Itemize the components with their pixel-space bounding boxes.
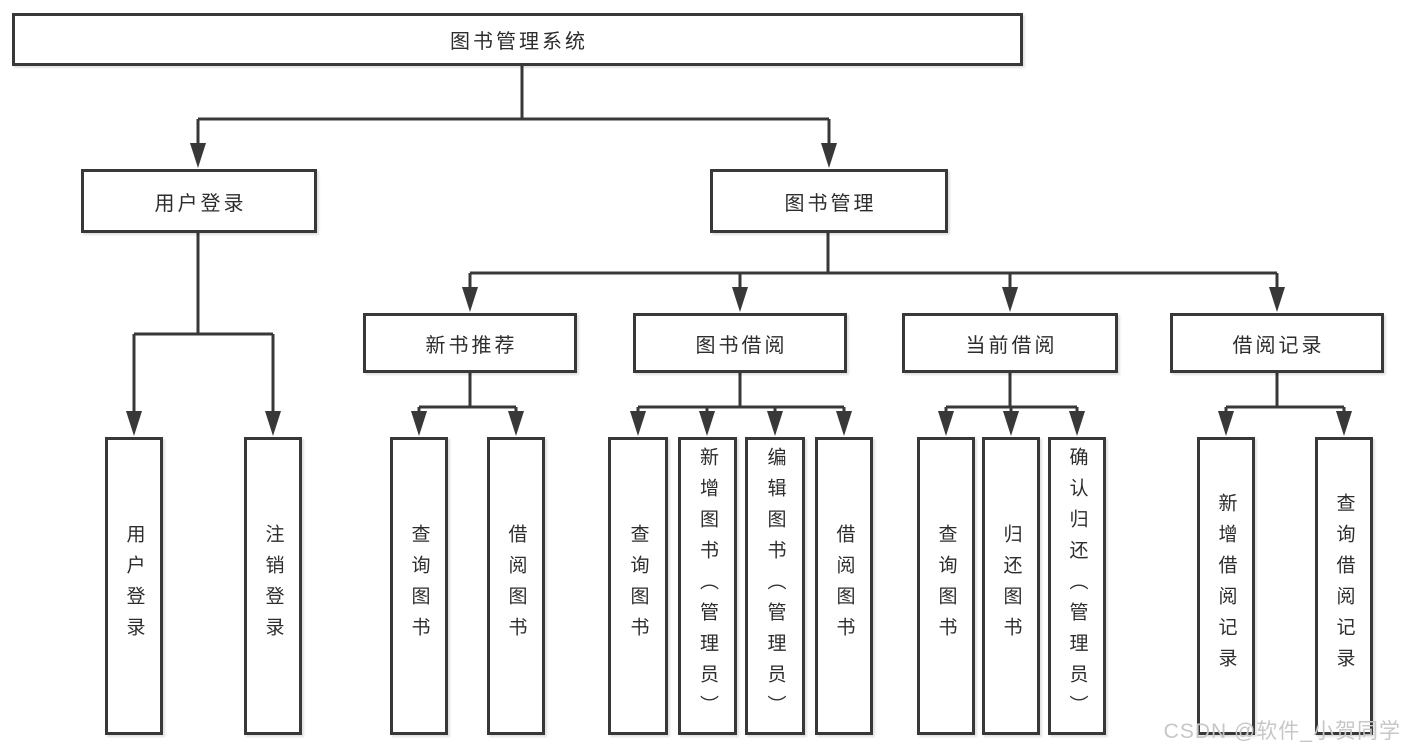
leaf-query-book-2: 查询图书 <box>608 437 668 735</box>
node-borrow-records: 借阅记录 <box>1170 313 1384 373</box>
node-current-borrow-label: 当前借阅 <box>965 334 1058 357</box>
arrowhead-leaf-query-record <box>1336 411 1352 436</box>
leaf-edit-book-admin-label: 编辑图书（管理员） <box>764 446 786 726</box>
leaf-query-book-3-label: 查询图书 <box>935 524 957 648</box>
arrowhead-leaf-query-book-1 <box>411 411 427 436</box>
leaf-add-book-admin: 新增图书（管理员） <box>678 437 737 735</box>
arrowhead-user-login <box>190 143 206 168</box>
arrowhead-leaf-confirm-return <box>1069 411 1085 436</box>
node-book-borrow-label: 图书借阅 <box>695 334 788 357</box>
leaf-user-login-label: 用户登录 <box>123 524 145 648</box>
leaf-add-book-admin-label: 新增图书（管理员） <box>697 446 718 726</box>
arrowhead-borrow-records <box>1269 287 1285 312</box>
leaf-confirm-return-admin-label: 确认归还（管理员） <box>1066 446 1088 726</box>
leaf-query-borrow-record-label: 查询借阅记录 <box>1333 493 1355 679</box>
arrowhead-leaf-edit-book <box>767 411 783 436</box>
node-new-book-recommend-label: 新书推荐 <box>425 334 518 357</box>
csdn-watermark: CSDN @软件_小贺同学 <box>1163 720 1401 743</box>
leaf-query-borrow-record: 查询借阅记录 <box>1315 437 1373 735</box>
arrowhead-leaf-add-record <box>1218 411 1234 436</box>
arrowhead-leaf-return-book <box>1003 411 1019 436</box>
node-current-borrow: 当前借阅 <box>902 313 1118 373</box>
node-borrow-records-label: 借阅记录 <box>1232 334 1325 357</box>
arrowhead-leaf-query-book-3 <box>938 411 954 436</box>
arrowhead-book-management <box>821 143 837 168</box>
leaf-add-borrow-record: 新增借阅记录 <box>1197 437 1255 735</box>
leaf-query-book-1: 查询图书 <box>390 437 448 735</box>
leaf-logout-label: 注销登录 <box>262 524 284 648</box>
arrowhead-new-book-recommend <box>462 287 478 312</box>
node-new-book-recommend: 新书推荐 <box>363 313 577 373</box>
leaf-confirm-return-admin: 确认归还（管理员） <box>1048 437 1106 735</box>
leaf-query-book-3: 查询图书 <box>917 437 975 735</box>
node-book-management: 图书管理 <box>710 169 948 233</box>
node-book-management-label: 图书管理 <box>784 192 877 215</box>
arrowhead-leaf-query-book-2 <box>630 411 646 436</box>
node-book-borrow: 图书借阅 <box>633 313 847 373</box>
node-user-login: 用户登录 <box>81 169 317 233</box>
arrowhead-leaf-logout <box>265 411 281 436</box>
leaf-add-borrow-record-label: 新增借阅记录 <box>1215 493 1237 679</box>
leaf-borrow-book-2-label: 借阅图书 <box>833 524 855 648</box>
node-root-label: 图书管理系统 <box>450 31 588 53</box>
leaf-query-book-1-label: 查询图书 <box>408 524 430 648</box>
leaf-edit-book-admin: 编辑图书（管理员） <box>745 437 805 735</box>
arrowhead-leaf-borrow-book-1 <box>508 411 524 436</box>
arrowhead-book-borrow <box>732 287 748 312</box>
leaf-user-login: 用户登录 <box>105 437 163 735</box>
node-user-login-label: 用户登录 <box>154 192 247 215</box>
leaf-borrow-book-1: 借阅图书 <box>487 437 545 735</box>
leaf-logout: 注销登录 <box>244 437 302 735</box>
arrowhead-leaf-add-book <box>699 411 715 436</box>
leaf-borrow-book-2: 借阅图书 <box>815 437 873 735</box>
leaf-borrow-book-1-label: 借阅图书 <box>505 524 527 648</box>
leaf-return-book-label: 归还图书 <box>1000 524 1022 648</box>
node-root: 图书管理系统 <box>12 13 1023 66</box>
arrowhead-current-borrow <box>1002 287 1018 312</box>
leaf-query-book-2-label: 查询图书 <box>627 524 649 648</box>
arrowhead-leaf-borrow-book-2 <box>836 411 852 436</box>
arrowhead-leaf-user-login <box>126 411 142 436</box>
leaf-return-book: 归还图书 <box>982 437 1040 735</box>
